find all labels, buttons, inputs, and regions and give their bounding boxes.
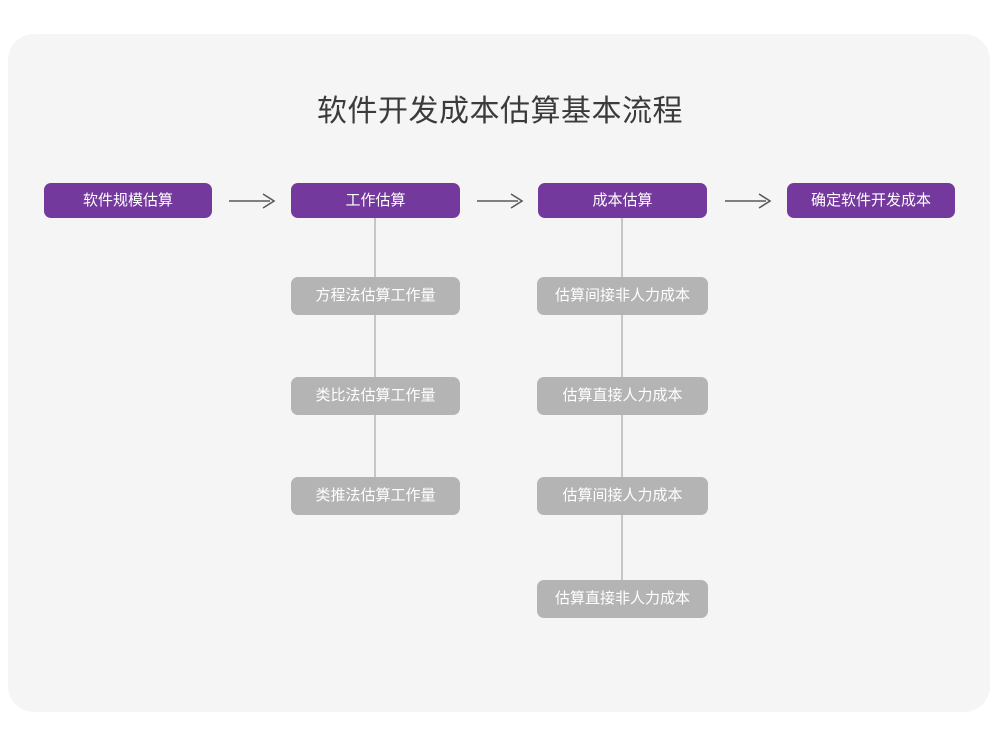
stage-box-software-scale-estimation[interactable]: 软件规模估算 [44, 183, 212, 218]
stage-box-cost-estimation[interactable]: 成本估算 [538, 183, 707, 218]
stage-box-work-estimation[interactable]: 工作估算 [291, 183, 460, 218]
page-title: 软件开发成本估算基本流程 [317, 95, 683, 128]
arrow-right-icon [229, 193, 276, 209]
sub-box-indirect-nonlabor-cost[interactable]: 估算间接非人力成本 [537, 277, 708, 315]
sub-box-equation-method-workload[interactable]: 方程法估算工作量 [291, 277, 460, 315]
sub-box-direct-nonlabor-cost[interactable]: 估算直接非人力成本 [537, 580, 708, 618]
branch-connector-workload [374, 218, 376, 498]
sub-box-direct-labor-cost[interactable]: 估算直接人力成本 [537, 377, 708, 415]
stage-box-determine-development-cost[interactable]: 确定软件开发成本 [787, 183, 955, 218]
diagram-card [8, 34, 990, 712]
sub-box-inference-method-workload[interactable]: 类推法估算工作量 [291, 477, 460, 515]
arrow-right-icon [725, 193, 772, 209]
sub-box-indirect-labor-cost[interactable]: 估算间接人力成本 [537, 477, 708, 515]
arrow-right-icon [477, 193, 524, 209]
sub-box-analogy-method-workload[interactable]: 类比法估算工作量 [291, 377, 460, 415]
